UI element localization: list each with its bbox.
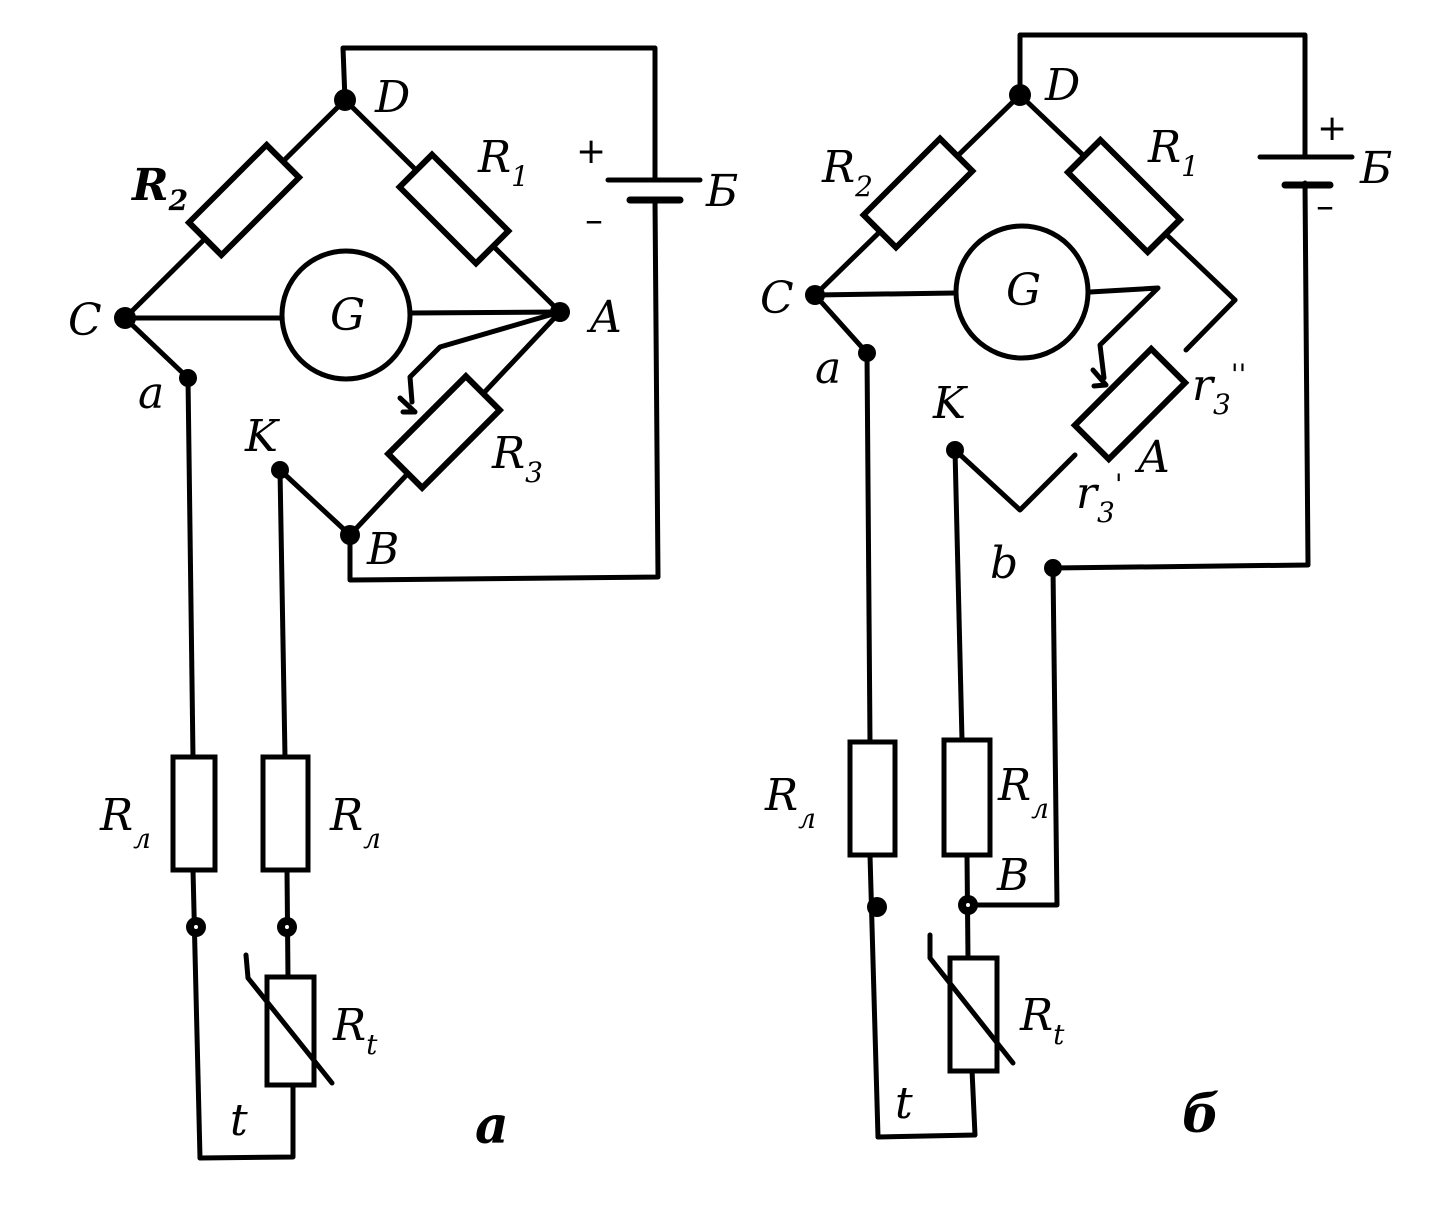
resistor-r1-b [1063,135,1185,257]
wire-k-to-r3-b [952,447,1078,513]
wire-left-lead [185,375,196,761]
label-r3: R3 [491,428,543,489]
node-a [550,302,570,322]
wire-d-top-loop-b [1017,32,1308,158]
junction-right-lead-ring [281,921,293,933]
node-b-ring-b [962,899,974,911]
label-node-b-b: B [996,850,1029,901]
label-r1: R1 [477,132,529,193]
label-node-c: C [68,295,102,346]
wire-bottom-loop [197,1082,296,1161]
terminal-a [179,369,197,387]
label-r2-b: R2 [821,142,873,203]
resistor-r2 [184,140,304,260]
node-b [340,525,360,545]
label-rl-right-b: Rл [997,760,1049,825]
label-rl-right: Rл [329,790,381,855]
resistor-rl-right-b [941,737,993,858]
label-node-b: B [366,524,399,575]
wire-bottom-loop-b [875,1067,978,1140]
galvanometer-b [953,223,1091,361]
battery-minus-sign: – [585,200,603,241]
wire-b-terminal-down [965,565,1060,908]
node-c [114,307,136,329]
label-rt-b: Rt [1019,990,1065,1051]
label-terminal-k: K [244,411,280,462]
label-rt: Rt [332,1000,378,1061]
wire-right-lead-b [952,447,965,743]
resistor-rl-left-b [847,739,898,858]
terminal-k-b [946,441,964,459]
wire-right-lead [277,467,288,760]
battery-plus-sign-b: + [1317,108,1347,149]
label-node-c-b: C [760,273,794,324]
wire-a-slider [407,309,563,405]
junction-left-lead-b [867,897,887,917]
galvanometer [279,248,413,382]
caption-panel-a: a [475,1095,509,1156]
slider-arrow-r3-b [1090,367,1109,389]
terminal-b-b [1044,559,1062,577]
wire-left-lead-lower [190,867,203,1161]
slider-arrow-r3 [397,395,418,415]
thermistor-indicator-b [927,932,1016,1066]
wire-right-to-r3-b [1183,297,1238,353]
label-r3-prime-b: r3' [1076,468,1123,529]
wire-c-terminal-a-b [812,292,870,356]
label-galvanometer: G [330,290,365,341]
resistor-rl-left [170,754,218,873]
wire-battery-to-b-b [1050,180,1311,571]
label-terminal-a-b: a [815,343,841,394]
label-battery: Б [705,166,738,217]
node-d [334,89,356,111]
label-terminal-a: a [138,368,164,419]
label-rl-left: Rл [99,790,151,855]
resistor-r3-split-b [1070,344,1190,464]
terminal-k [271,461,289,479]
resistor-rl-right [260,754,311,873]
label-r1-b: R1 [1147,122,1199,183]
label-node-d-b: D [1044,60,1080,111]
label-rl-left-b: Rл [764,770,816,835]
label-r2: R2 [130,160,188,217]
resistor-r2-b [859,134,977,252]
battery-plus-sign: + [576,131,606,172]
label-node-t: t [230,1095,248,1146]
wire-galvanometer-slider-b [1087,285,1161,381]
wire-d-top-loop [340,45,658,183]
label-node-d: D [374,72,410,123]
wire-left-lead-b [864,350,873,745]
thermistor-indicator [243,952,335,1086]
node-d-b [1009,84,1031,106]
wire-terminal-k-to-b [277,467,353,538]
wire-c-galvanometer-b [812,290,958,298]
battery-minus-sign-b: – [1316,186,1334,227]
node-c-b [805,285,825,305]
wire-battery-to-b [347,197,661,583]
resistor-r3 [383,371,505,493]
wire-galvanometer-a [407,309,563,316]
resistor-r1 [395,150,513,268]
wire-c-terminal-a [122,315,191,381]
panel-b: D C a K b A B t G R2 R1 r3'' r3' Rл Rл R… [760,32,1392,1145]
label-node-a-b: A [1134,432,1170,483]
label-galvanometer-b: G [1006,265,1041,316]
label-node-a: A [586,292,622,343]
label-terminal-b-b: b [990,538,1018,589]
terminal-a-b [858,344,876,362]
panel-a: D C A B a K t G R2 R1 R3 Rл Rл Rt + – Б … [68,45,738,1161]
label-battery-b: Б [1359,143,1392,194]
caption-panel-b: б [1182,1084,1220,1145]
label-node-t-b: t [895,1078,913,1129]
junction-left-lead-ring [190,921,202,933]
label-r3-double-prime-b: r3'' [1192,358,1246,421]
label-terminal-k-b: K [932,378,968,429]
